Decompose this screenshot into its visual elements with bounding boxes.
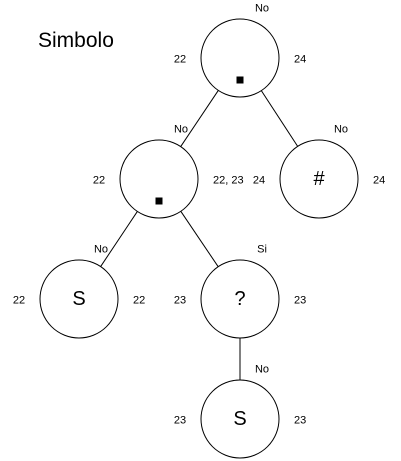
- lastpos-label-optional: 23: [294, 294, 307, 307]
- edge-root-hash: [260, 90, 299, 147]
- edge-concat-s1: [100, 211, 138, 267]
- firstpos-label-s1: 22: [12, 294, 26, 307]
- edge-concat-optional: [180, 211, 219, 267]
- diagram-title: Simbolo: [38, 29, 114, 52]
- node-hash: [279, 139, 359, 219]
- edge-root-concat: [180, 90, 219, 147]
- lastpos-label-s2: 23: [294, 414, 307, 427]
- firstpos-label-hash: 24: [252, 174, 266, 187]
- node-root: [200, 18, 280, 98]
- nullable-label-hash: No: [333, 123, 349, 136]
- concatenation-dot-icon: [155, 197, 163, 205]
- node-symbol-hash: #: [313, 168, 325, 190]
- lastpos-label-s1: 22: [133, 294, 146, 307]
- node-concat: [119, 139, 199, 219]
- lastpos-label-hash: 24: [373, 174, 386, 187]
- node-symbol-optional: ?: [234, 288, 246, 310]
- tree-edges: [100, 90, 299, 380]
- nullable-label-root: No: [254, 2, 270, 15]
- nullable-label-s1: No: [93, 243, 109, 256]
- node-s1: [39, 259, 119, 339]
- tree-nodes: [39, 18, 359, 459]
- node-s2: [200, 379, 280, 459]
- firstpos-label-root: 22: [173, 53, 187, 66]
- firstpos-label-concat: 22: [92, 174, 106, 187]
- node-optional: [200, 259, 280, 339]
- node-symbol-s2: S: [233, 408, 247, 430]
- nullable-label-optional: Si: [257, 243, 267, 256]
- concatenation-dot-icon: [236, 76, 244, 84]
- node-symbol-s1: S: [72, 288, 86, 310]
- lastpos-label-concat: 22, 23: [213, 174, 244, 187]
- nullable-label-concat: No: [173, 123, 189, 136]
- firstpos-label-s2: 23: [173, 414, 187, 427]
- nullable-label-s2: No: [254, 363, 270, 376]
- firstpos-label-optional: 23: [173, 294, 187, 307]
- lastpos-label-root: 24: [294, 53, 307, 66]
